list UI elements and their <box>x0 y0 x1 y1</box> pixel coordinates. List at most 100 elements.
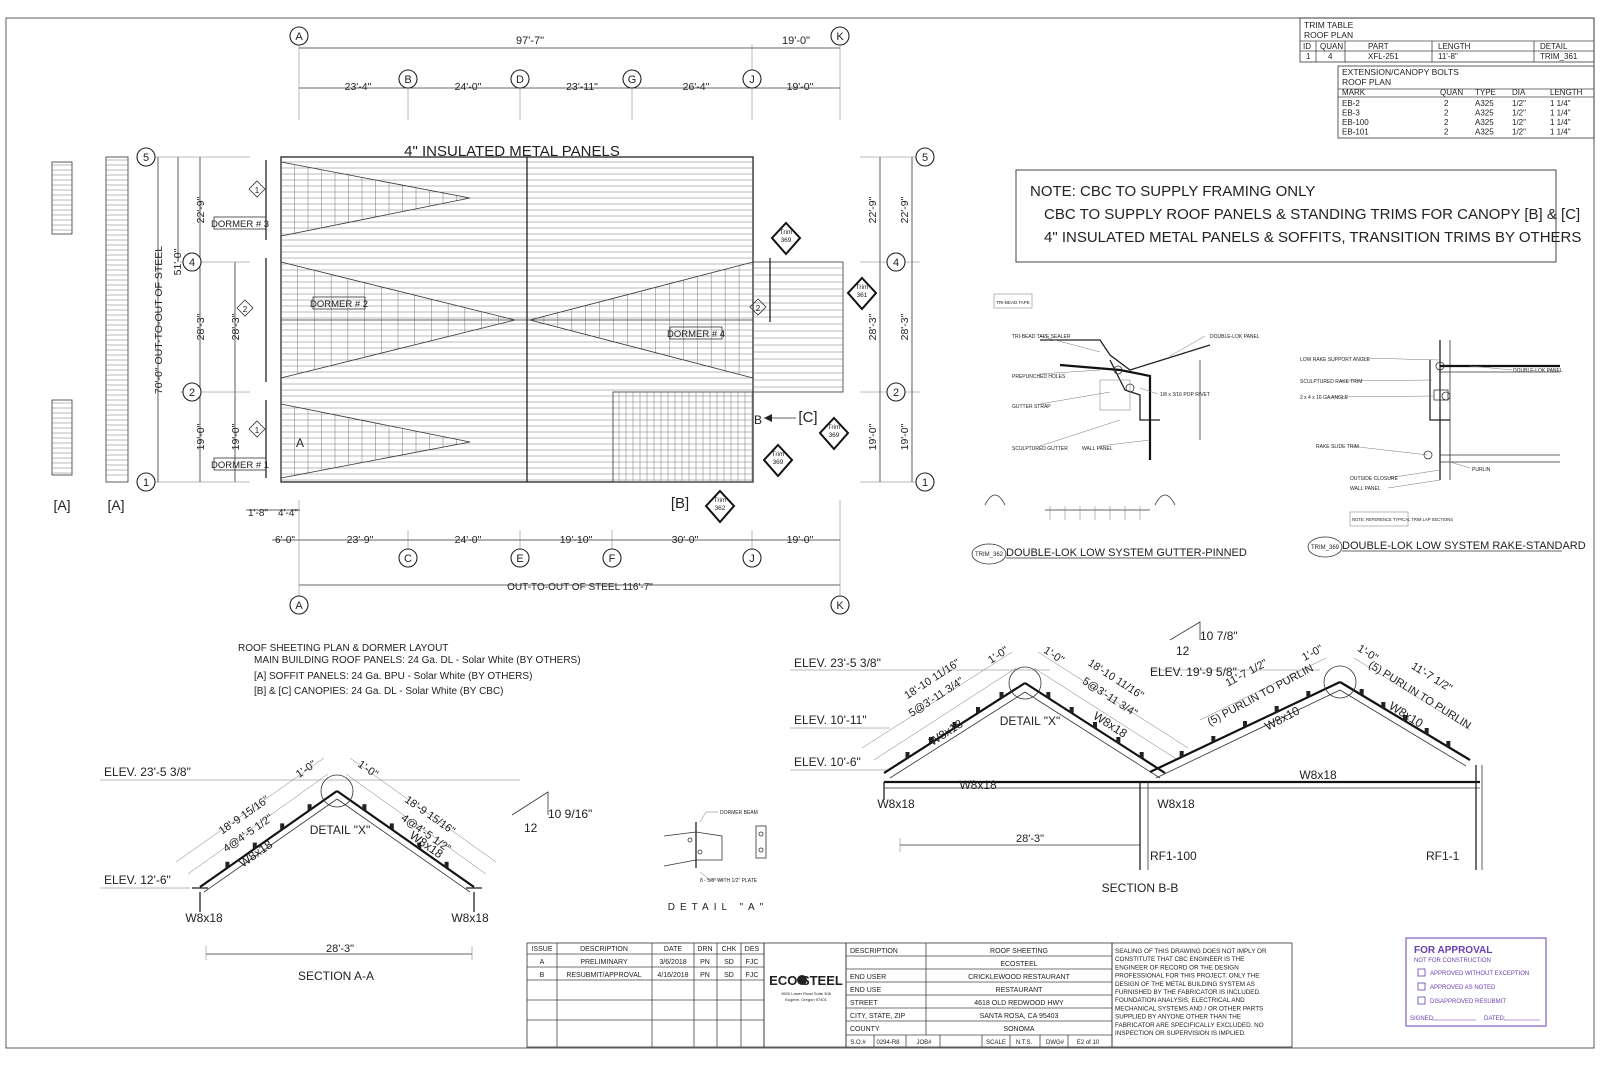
section-b-span: 28'-3" <box>1016 833 1044 845</box>
disclaimer-block: SEALING OF THIS DRAWING DOES NOT IMPLY O… <box>1111 942 1293 1048</box>
trim-table-cell: 1 <box>1306 52 1311 61</box>
detail-a-note-2: 8 - 5/8" WITH 1/2" PLATE <box>700 878 758 884</box>
svg-text:1: 1 <box>922 477 928 489</box>
grid-left-dimensions: 70'-0" OUT-TO-OUT OF STEEL 51'-0" 22'-9"… <box>136 147 250 492</box>
svg-text:2: 2 <box>243 305 248 314</box>
project-footer-cell: JOB# <box>916 1040 932 1046</box>
svg-text:B: B <box>404 74 411 86</box>
revision-cell: SD <box>724 959 734 966</box>
approval-checkbox-2[interactable] <box>1417 982 1426 991</box>
canopy-c-outline <box>752 261 844 393</box>
dim-left-col1-2: 28'-3" <box>195 313 207 340</box>
svg-text:J: J <box>749 553 755 565</box>
dormer-2-outline <box>280 261 516 379</box>
section-a-slope-rise: 10 9/16" <box>548 807 592 821</box>
bolt-table-cell: 1 1/4" <box>1550 128 1571 137</box>
revision-cell: B <box>540 972 545 979</box>
bolt-table-cell: EB-2 <box>1342 99 1360 108</box>
grid-marker-bottom-A: A <box>289 595 309 615</box>
canopy-b-label: [B] <box>671 495 689 512</box>
section-b-rf-right: RF1-1 <box>1426 849 1460 863</box>
approval-checkbox-1[interactable] <box>1417 968 1426 977</box>
disclaimer-line: SEALING OF THIS DRAWING DOES NOT IMPLY O… <box>1115 948 1267 955</box>
dim-bottom-small-2: 4'-4" <box>278 508 298 519</box>
svg-text:5: 5 <box>143 152 149 164</box>
grid-marker-top-A: A <box>289 26 309 46</box>
grid-right-dimensions: 22'-9" 28'-3" 19'-0" 22'-9" 28'-3" 19'-0… <box>860 147 935 492</box>
dim-bottom-seg-5: 19'-0" <box>787 534 814 546</box>
project-footer-cell: E2 of 10 <box>1077 1040 1100 1046</box>
svg-text:Trim: Trim <box>780 229 793 236</box>
trim-tag-362: Trim 362 <box>704 489 736 524</box>
trim-tag-369-c: Trim 369 <box>762 443 794 478</box>
bolt-table-cell: 1/2" <box>1512 128 1526 137</box>
section-b-ridge-left: 1'-0" <box>986 644 1011 666</box>
logo-address-1: 2600 Lower Road Suite 308 <box>781 991 831 996</box>
rake-note: 2 x 4 x 16 GA ANGLE <box>1300 395 1349 401</box>
grid-marker-right-2: 2 <box>886 382 906 402</box>
project-label: END USE <box>850 987 881 994</box>
disclaimer-line: CONSTITUTE THAT CBC ENGINEER IS THE <box>1115 956 1244 963</box>
revision-cell: PRELIMINARY <box>580 959 628 966</box>
disclaimer-line: FURNISHED BY THE FABRICATOR IS INCLUDED. <box>1115 989 1261 996</box>
section-b-ridge-right: 1'-0" <box>1041 644 1066 666</box>
section-a-cut-label: A <box>296 436 304 450</box>
svg-text:K: K <box>836 600 844 612</box>
project-value: RESTAURANT <box>996 987 1044 994</box>
dim-right-col1-1: 22'-9" <box>867 196 879 223</box>
disclaimer-line: MECHANICAL SYSTEMS AND / OR OTHER PARTS <box>1115 1005 1263 1012</box>
trim-table-h-quan: QUAN <box>1320 42 1343 51</box>
section-mark-1-top: 1 <box>248 180 266 198</box>
section-a-ridge-left: 1'-0" <box>294 758 319 780</box>
dim-bottom-small-1: 1'-8" <box>248 508 268 519</box>
dim-left-col2-2: 19'-0" <box>230 423 242 450</box>
trim-table-title: TRIM TABLE <box>1304 20 1354 30</box>
section-b-elev-mid2: ELEV. 10'-6" <box>794 755 861 769</box>
project-footer-cell: N.T.S. <box>1016 1040 1033 1046</box>
approval-option-2: APPROVED AS NOTED <box>1430 985 1496 991</box>
revision-header: DATE <box>664 946 682 953</box>
note-line-3: 4" INSULATED METAL PANELS & SOFFITS, TRA… <box>1044 229 1581 246</box>
rake-note: SCULPTURED RAKE TRIM <box>1300 379 1362 385</box>
svg-text:G: G <box>628 74 637 86</box>
bolt-table-h-quan: QUAN <box>1440 88 1463 97</box>
dim-right-col2-3: 19'-0" <box>899 423 911 450</box>
rake-note: OUTSIDE CLOSURE <box>1350 476 1398 482</box>
dim-left-overall: 70'-0" OUT-TO-OUT OF STEEL <box>153 246 165 394</box>
svg-text:K: K <box>836 31 844 43</box>
bolt-table-cell: EB-3 <box>1342 109 1360 118</box>
dim-right-col1-3: 19'-0" <box>867 423 879 450</box>
project-value: SONOMA <box>1003 1026 1034 1033</box>
section-b-col-mid: W8x18 <box>1157 797 1195 811</box>
section-a-col-right: W8x18 <box>451 911 489 925</box>
grid-marker-bottom-F: F <box>602 548 622 568</box>
soffit-elevation-left: [A] [A] <box>51 156 129 513</box>
gutter-note: WALL PANEL <box>1082 446 1113 452</box>
svg-text:Trim: Trim <box>714 497 727 504</box>
note-line-1: NOTE: CBC TO SUPPLY FRAMING ONLY <box>1030 183 1315 200</box>
section-a-elev-eave: ELEV. 12'-6" <box>104 873 171 887</box>
grid-marker-bottom-C: C <box>398 548 418 568</box>
section-b-b: ELEV. 23'-5 3/8" ELEV. 10'-11" ELEV. 10'… <box>790 621 1483 895</box>
trim-table: TRIM TABLE ROOF PLAN ID QUAN PART LENGTH… <box>1299 17 1595 63</box>
grid-marker-right-1: 1 <box>915 472 935 492</box>
project-value: ROOF SHEETING <box>990 948 1048 955</box>
dim-right-col1-2: 28'-3" <box>867 313 879 340</box>
revision-header: DESCRIPTION <box>580 946 628 953</box>
trim-table-cell: 11'-8" <box>1438 52 1458 61</box>
bolt-table-h-dia: DIA <box>1512 88 1526 97</box>
section-a-span: 28'-3" <box>326 943 354 955</box>
bolt-table-cell: 2 <box>1444 118 1449 127</box>
project-value: 4618 OLD REDWOOD HWY <box>974 1000 1064 1007</box>
section-b-elev-mid1: ELEV. 10'-11" <box>794 713 867 727</box>
svg-text:F: F <box>609 553 616 565</box>
bolt-table-cell: A325 <box>1475 128 1494 137</box>
svg-text:1: 1 <box>255 426 260 435</box>
grid-marker-left-2: 2 <box>182 382 202 402</box>
rake-note: NOTE: REFERENCE TYPICAL TRIM LAP SECTION… <box>1352 517 1453 522</box>
dormer-label-1: DORMER # 1 <box>211 457 269 471</box>
revision-cell: 3/6/2018 <box>659 959 686 966</box>
gutter-note: GUTTER STRAP <box>1012 404 1051 410</box>
approval-checkbox-3[interactable] <box>1417 996 1426 1005</box>
